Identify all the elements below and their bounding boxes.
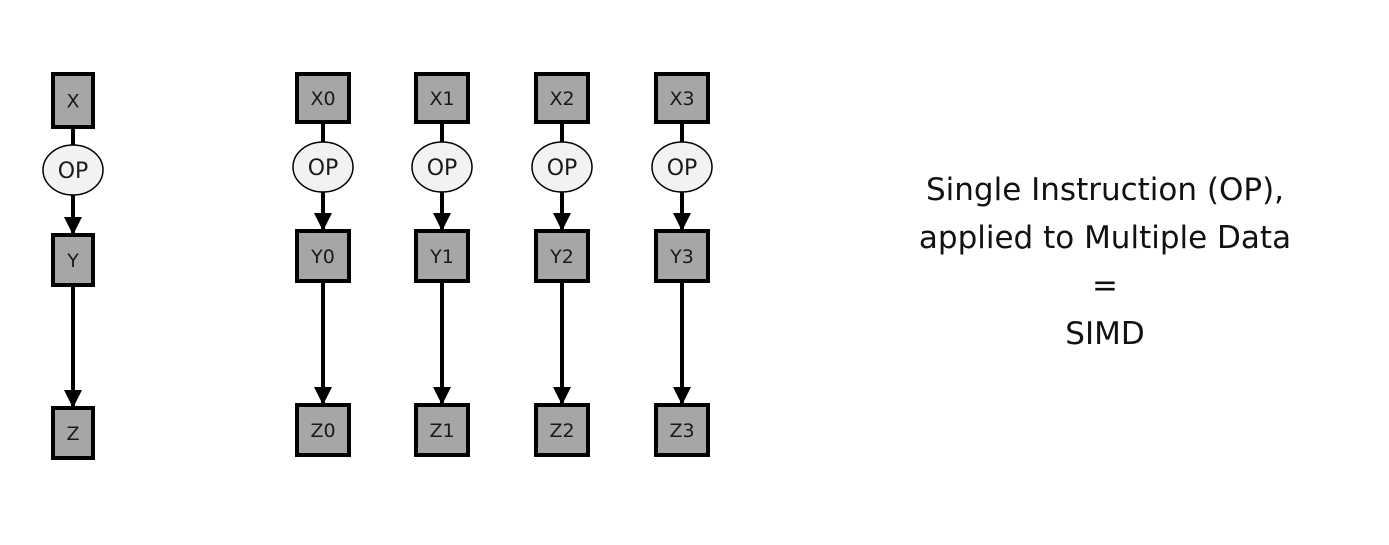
result-box [51, 406, 95, 460]
caption-line-1: Single Instruction (OP), [925, 172, 1285, 208]
input-label: X0 [310, 88, 335, 110]
output-label: Y [66, 250, 79, 272]
input-label: X3 [669, 88, 694, 110]
output-label: Y1 [429, 246, 454, 268]
caption-line-3: = [1092, 268, 1118, 304]
op-label: OP [427, 156, 458, 181]
output-box [534, 229, 590, 283]
result-label: Z3 [669, 420, 694, 442]
result-box [414, 403, 470, 457]
output-box [414, 229, 470, 283]
result-label: Z0 [310, 420, 335, 442]
op-node [651, 141, 713, 193]
input-label: X [66, 91, 79, 113]
chain-0: X Y Z OP [42, 72, 104, 460]
result-label: Z1 [429, 420, 454, 442]
op-label: OP [547, 156, 578, 181]
op-label: OP [308, 156, 339, 181]
input-box [654, 72, 710, 124]
input-box [295, 72, 351, 124]
output-box [51, 233, 95, 287]
result-box [654, 403, 710, 457]
result-label: Z [66, 423, 79, 445]
output-box [295, 229, 351, 283]
op-node [42, 144, 104, 196]
caption-line-2: applied to Multiple Data [918, 220, 1292, 256]
input-label: X1 [429, 88, 454, 110]
caption-line-4: SIMD [1065, 316, 1145, 352]
input-label: X2 [549, 88, 574, 110]
result-label: Z2 [549, 420, 574, 442]
output-label: Y0 [310, 246, 335, 268]
input-box [414, 72, 470, 124]
output-label: Y3 [669, 246, 694, 268]
output-label: Y2 [549, 246, 574, 268]
op-label: OP [58, 159, 89, 184]
op-node [411, 141, 473, 193]
input-box [534, 72, 590, 124]
op-node [531, 141, 593, 193]
simd-caption: Single Instruction (OP), applied to Mult… [880, 166, 1330, 358]
output-box [654, 229, 710, 283]
op-node [292, 141, 354, 193]
input-box [51, 72, 95, 129]
result-box [295, 403, 351, 457]
op-label: OP [667, 156, 698, 181]
result-box [534, 403, 590, 457]
